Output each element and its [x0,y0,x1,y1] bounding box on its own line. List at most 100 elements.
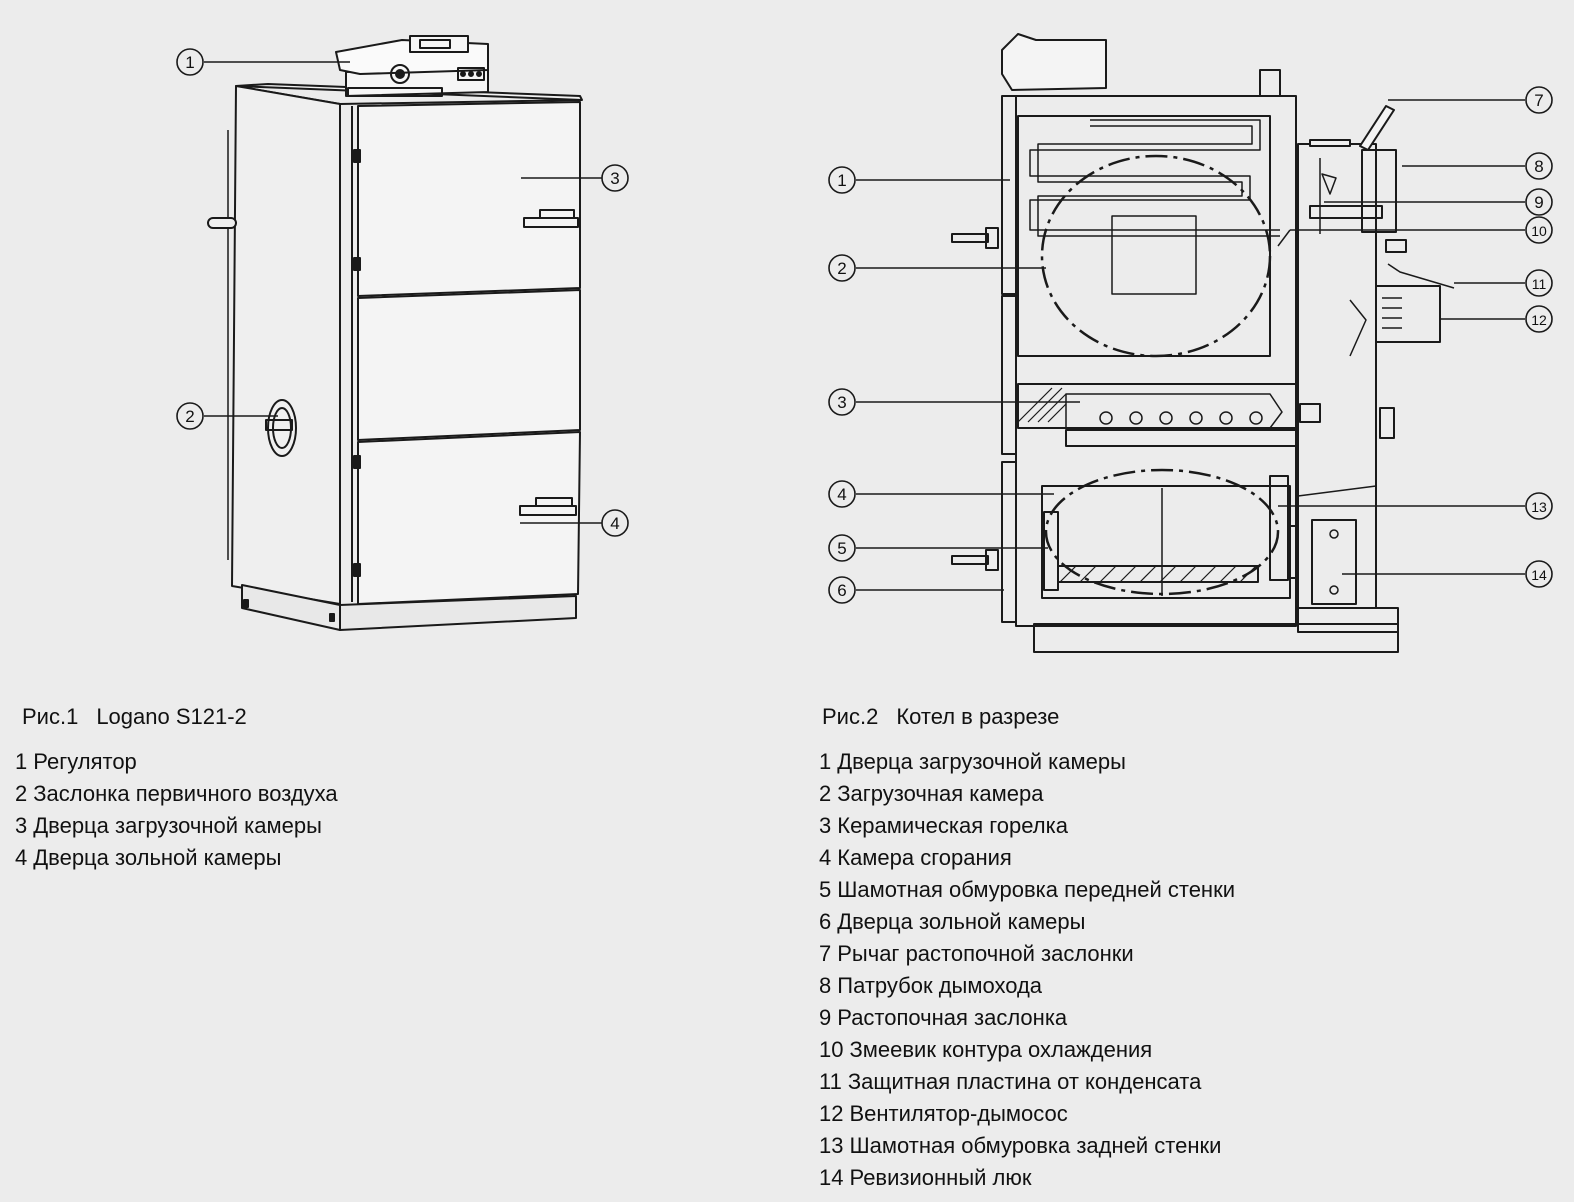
callout-number: 4 [837,485,846,504]
figure-1-callouts: 1 2 3 4 [176,48,629,537]
legend-item-text: Дверца загрузочной камеры [33,813,322,838]
legend-item-number: 3 [819,813,832,838]
legend-item-text: Растопочная заслонка [837,1005,1068,1030]
callout-number: 13 [1531,499,1547,515]
figure-2-caption: Рис.2 Котел в разрезе [822,704,1059,730]
callout-number: 14 [1531,567,1547,583]
figure-2-callout-2: 2 [828,254,856,282]
cross-section-outline [951,33,1455,653]
legend-item-text: Керамическая горелка [837,813,1068,838]
legend-item-number: 6 [819,909,832,934]
figure-1-caption-label: Рис.1 [22,704,79,729]
figure-2-callout-13: 13 [1525,492,1553,520]
legend-item-number: 10 [819,1037,844,1062]
leader-lines [204,61,602,524]
callout-number: 11 [1532,276,1547,292]
figure-2-callout-12: 12 [1525,305,1553,333]
legend-item-text: Ревизионный люк [849,1165,1032,1190]
callout-number: 1 [837,171,846,190]
figure-2-callout-9: 9 [1525,188,1553,216]
legend-item-number: 13 [819,1133,844,1158]
figure-2-callout-10: 10 [1525,216,1553,244]
legend-item-number: 12 [819,1101,844,1126]
legend-item-text: Дверца зольной камеры [837,909,1086,934]
legend-item-text: Заслонка первичного воздуха [33,781,338,806]
leader-lines [856,99,1525,591]
legend-item-number: 1 [15,749,28,774]
figure-2-callout-3: 3 [828,388,856,416]
figure-2-caption-label: Рис.2 [822,704,879,729]
figure-2-callout-4: 4 [828,480,856,508]
callout-number: 3 [610,169,619,188]
figure-2-callout-5: 5 [828,534,856,562]
figure-1-callout-2: 2 [176,402,204,430]
legend-item-number: 9 [819,1005,832,1030]
figure-1-callout-3: 3 [601,164,629,192]
callout-number: 7 [1534,91,1543,110]
callout-number: 2 [837,259,846,278]
legend-item-number: 2 [15,781,28,806]
callout-number: 8 [1534,157,1543,176]
figure-1-caption-title: Logano S121-2 [96,704,247,729]
figure-1-callout-4: 4 [601,509,629,537]
legend-item-text: Вентилятор-дымосос [849,1101,1068,1126]
legend-item-number: 14 [819,1165,844,1190]
legend-item-text: Патрубок дымохода [837,973,1043,998]
callout-number: 5 [837,539,846,558]
legend-item-text: Шамотная обмуровка задней стенки [849,1133,1222,1158]
figure-2-caption-title: Котел в разрезе [896,704,1060,729]
callout-number: 2 [185,407,194,426]
legend-item-number: 2 [819,781,832,806]
figure-1-callout-1: 1 [176,48,204,76]
figure-2-callout-11: 11 [1525,269,1553,297]
callout-number: 3 [837,393,846,412]
legend-item-number: 11 [819,1069,842,1094]
legend-item-text: Загрузочная камера [837,781,1044,806]
legend-item-text: Дверца загрузочной камеры [837,749,1126,774]
boiler-outline [207,35,583,631]
figure-2-callout-6: 6 [828,576,856,604]
legend-item-number: 4 [15,845,28,870]
callout-number: 6 [837,581,846,600]
legend-item-number: 3 [15,813,28,838]
legend-item-number: 7 [819,941,832,966]
figure-2-callout-7: 7 [1525,86,1553,114]
legend-item-number: 1 [819,749,832,774]
figure-2-callout-14: 14 [1525,560,1553,588]
figure-1-boiler-drawing: 1 2 3 4 [176,35,629,631]
legend-item-number: 5 [819,877,832,902]
callout-number: 10 [1531,223,1547,239]
callout-number: 12 [1531,312,1547,328]
legend-item-text: Камера сгорания [837,845,1012,870]
callout-number: 9 [1534,193,1543,212]
legend-item-text: Регулятор [33,749,137,774]
legend-item-text: Шамотная обмуровка передней стенки [837,877,1235,902]
legend-item-text: Защитная пластина от конденсата [847,1069,1202,1094]
figure-2-callout-8: 8 [1525,152,1553,180]
legend-item-number: 8 [819,973,832,998]
callout-number: 4 [610,514,619,533]
legend-item-text: Змеевик контура охлаждения [849,1037,1153,1062]
